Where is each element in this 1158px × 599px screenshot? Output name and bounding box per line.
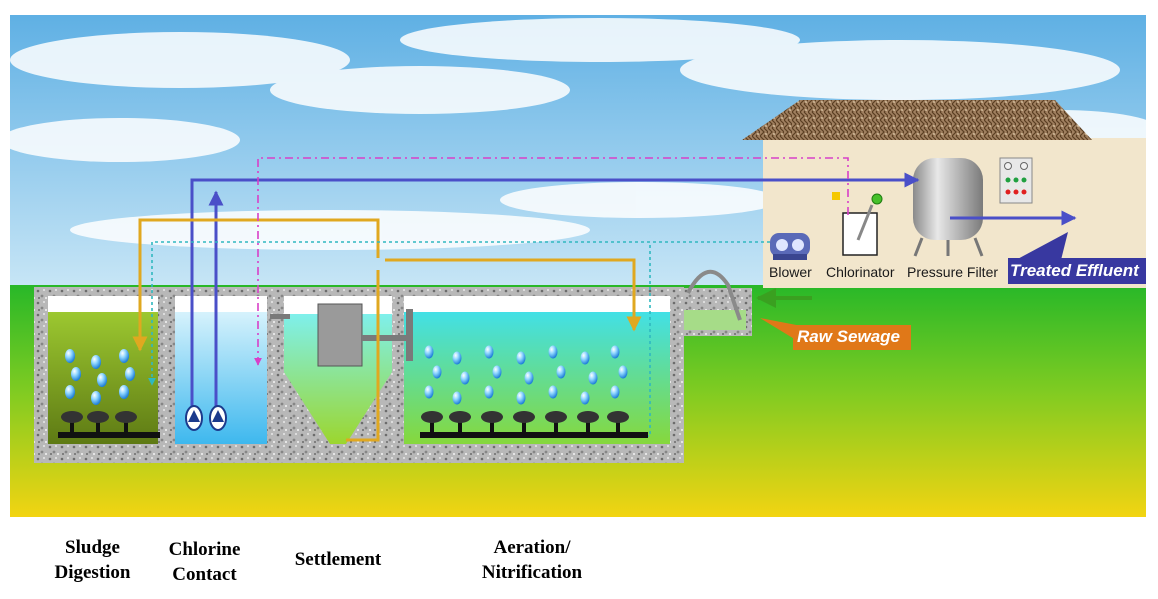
blower-icon xyxy=(770,233,810,260)
air-bubble xyxy=(452,391,462,405)
sludge-diffusers xyxy=(58,411,160,438)
air-bubble xyxy=(610,345,620,359)
diffuser-stem xyxy=(430,418,434,434)
diffuser-stem xyxy=(554,418,558,434)
treated-effluent-label: Treated Effluent xyxy=(1010,261,1139,280)
air-bubble xyxy=(119,385,129,399)
chlorine-tank-air xyxy=(175,296,267,312)
sludge-return-lines xyxy=(132,218,642,442)
air-bubble xyxy=(97,373,107,387)
air-bubble xyxy=(484,345,494,359)
house-roof xyxy=(742,100,1092,140)
air-bubble xyxy=(492,365,502,379)
aeration-tank-water xyxy=(404,312,670,444)
air-bubble xyxy=(516,351,526,365)
sludge-bubbles xyxy=(65,349,135,405)
treated-effluent-pointer xyxy=(1012,232,1068,264)
air-bubble xyxy=(484,385,494,399)
air-bubble xyxy=(460,371,470,385)
settlement-separator xyxy=(270,303,413,367)
air-bubble xyxy=(91,355,101,369)
air-bubble xyxy=(618,365,628,379)
diffuser-stem xyxy=(490,418,494,434)
diffuser-stem xyxy=(586,418,590,434)
diffuser-head xyxy=(449,411,471,423)
diffuser-header xyxy=(420,432,648,438)
air-bubble xyxy=(516,391,526,405)
diffuser-stem xyxy=(458,418,462,434)
clouds xyxy=(0,18,1158,250)
diffuser-stem xyxy=(616,418,620,434)
equipment-house xyxy=(742,100,1146,288)
aeration-bubbles xyxy=(424,345,628,405)
pressure-filter-label: Pressure Filter xyxy=(907,264,999,280)
stage-label-aeration: Aeration/ Nitrification xyxy=(481,537,583,583)
inlet-water xyxy=(684,310,746,330)
air-bubble xyxy=(71,367,81,381)
air-bubble xyxy=(548,385,558,399)
treated-effluent-badge-bg xyxy=(1008,258,1146,284)
air-return-line xyxy=(148,241,770,386)
diffuser-head xyxy=(577,411,599,423)
air-supply-lines xyxy=(190,172,1077,412)
air-bubble xyxy=(65,349,75,363)
air-bubble xyxy=(424,385,434,399)
chlorinator-unit xyxy=(832,192,883,256)
aeration-tank-air xyxy=(404,296,670,312)
air-bubble xyxy=(610,385,620,399)
diffuser-head xyxy=(607,411,629,423)
diffuser-stem xyxy=(522,418,526,434)
inlet-pipe xyxy=(686,269,742,321)
air-bubble xyxy=(556,365,566,379)
control-panel xyxy=(999,157,1033,204)
air-bubble xyxy=(91,391,101,405)
stage-label-settlement: Settlement xyxy=(294,549,382,570)
diffuser-head xyxy=(545,411,567,423)
settlement-tank-water xyxy=(284,314,392,444)
air-bubble xyxy=(588,371,598,385)
air-bubble xyxy=(548,345,558,359)
air-bubble xyxy=(452,351,462,365)
air-bubble xyxy=(524,371,534,385)
chlorine-dosing-line xyxy=(254,157,849,366)
raw-sewage-label: Raw Sewage xyxy=(797,327,900,346)
air-bubble xyxy=(125,367,135,381)
air-bubble xyxy=(580,391,590,405)
diffuser-head xyxy=(421,411,443,423)
chlorine-pumps xyxy=(185,405,227,431)
air-bubble xyxy=(432,365,442,379)
air-bubble xyxy=(580,351,590,365)
stage-label-sludge-digestion: Sludge Digestion xyxy=(54,537,131,583)
sludge-tank-air xyxy=(48,296,158,312)
chlorinator-label: Chlorinator xyxy=(826,264,895,280)
air-bubble xyxy=(65,385,75,399)
aeration-diffusers xyxy=(420,411,648,438)
diffuser-head xyxy=(513,411,535,423)
stage-label-chlorine-contact: Chlorine Contact xyxy=(168,539,241,585)
diffuser-head xyxy=(481,411,503,423)
raw-sewage-badge-bg xyxy=(793,325,911,350)
air-bubble xyxy=(119,349,129,363)
blower-label: Blower xyxy=(769,264,812,280)
air-bubble xyxy=(424,345,434,359)
